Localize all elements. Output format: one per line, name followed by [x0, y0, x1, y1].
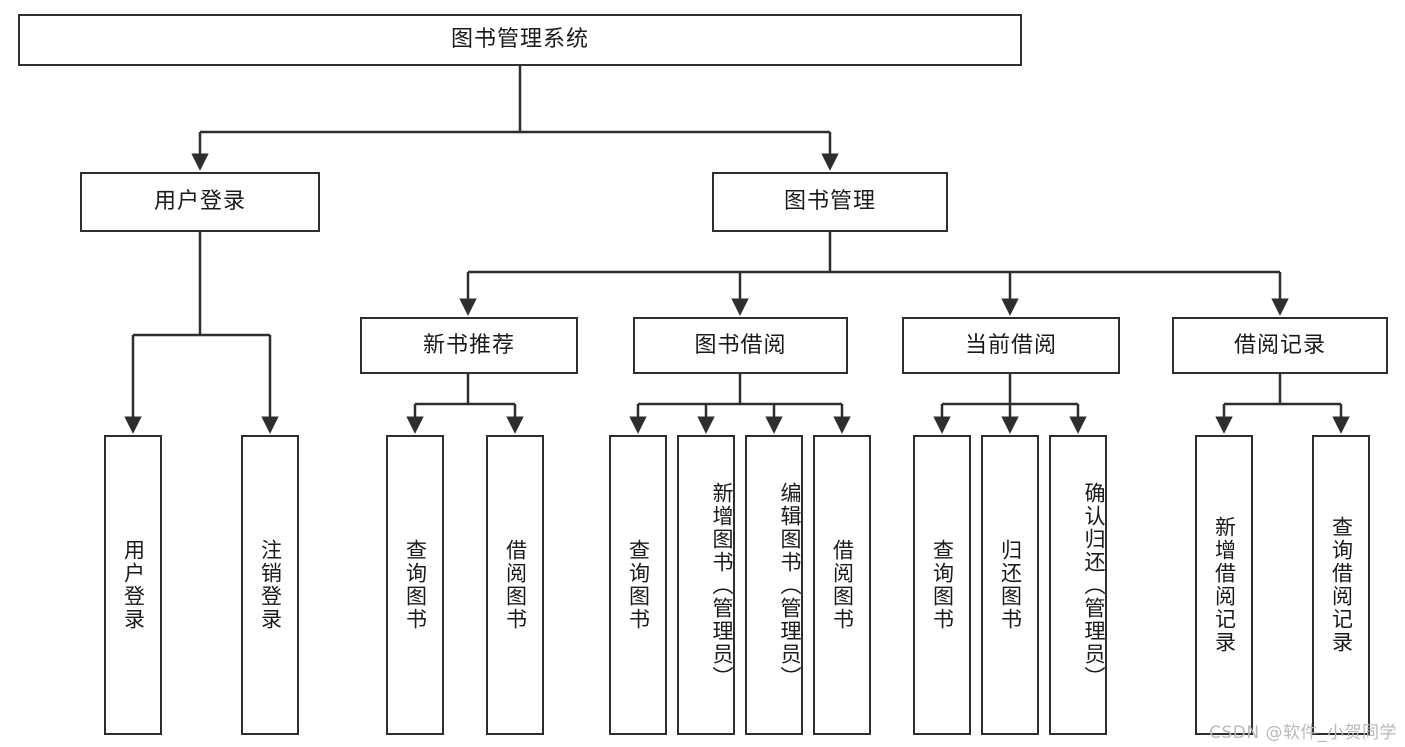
node-leaf-borrow-book-1-label: 借阅图书 — [503, 539, 528, 631]
node-leaf-confirm-return[interactable]: 确认归还（管理员） — [1049, 435, 1107, 735]
node-leaf-query-book-1[interactable]: 查询图书 — [386, 435, 444, 735]
node-root[interactable]: 图书管理系统 — [18, 14, 1022, 66]
node-leaf-borrow-book-1[interactable]: 借阅图书 — [486, 435, 544, 735]
node-leaf-borrow-book-2[interactable]: 借阅图书 — [813, 435, 871, 735]
node-leaf-query-book-2[interactable]: 查询图书 — [609, 435, 667, 735]
node-leaf-edit-book-label: 编辑图书（管理员） — [778, 481, 802, 689]
node-borrow-record[interactable]: 借阅记录 — [1172, 317, 1388, 374]
node-new-book-rec-label: 新书推荐 — [422, 332, 515, 358]
node-user-login[interactable]: 用户登录 — [80, 172, 320, 232]
watermark: CSDN @软件_小贺同学 — [1209, 723, 1397, 743]
node-leaf-return-book-label: 归还图书 — [998, 539, 1023, 631]
node-leaf-query-book-1-label: 查询图书 — [403, 539, 428, 631]
node-leaf-user-login-label: 用户登录 — [121, 539, 146, 631]
node-leaf-confirm-return-label: 确认归还（管理员） — [1082, 481, 1106, 689]
node-book-manage[interactable]: 图书管理 — [712, 172, 948, 232]
node-leaf-add-record[interactable]: 新增借阅记录 — [1195, 435, 1253, 735]
node-leaf-logout-label: 注销登录 — [258, 539, 283, 631]
node-book-manage-label: 图书管理 — [783, 189, 876, 215]
node-book-borrow-label: 图书借阅 — [694, 332, 787, 358]
node-user-login-label: 用户登录 — [153, 189, 246, 215]
node-leaf-borrow-book-2-label: 借阅图书 — [830, 539, 855, 631]
node-leaf-add-book-label: 新增图书（管理员） — [710, 481, 734, 689]
node-book-borrow[interactable]: 图书借阅 — [633, 317, 848, 374]
node-borrow-record-label: 借阅记录 — [1233, 332, 1326, 358]
node-current-borrow-label: 当前借阅 — [964, 332, 1057, 358]
node-leaf-return-book[interactable]: 归还图书 — [981, 435, 1039, 735]
node-leaf-user-login[interactable]: 用户登录 — [104, 435, 162, 735]
node-leaf-logout[interactable]: 注销登录 — [241, 435, 299, 735]
node-leaf-query-book-2-label: 查询图书 — [626, 539, 651, 631]
node-leaf-query-record-label: 查询借阅记录 — [1329, 516, 1354, 654]
node-leaf-add-record-label: 新增借阅记录 — [1212, 516, 1237, 654]
node-leaf-query-book-3-label: 查询图书 — [930, 539, 955, 631]
node-root-label: 图书管理系统 — [450, 27, 589, 53]
node-leaf-edit-book[interactable]: 编辑图书（管理员） — [745, 435, 803, 735]
node-new-book-rec[interactable]: 新书推荐 — [360, 317, 578, 374]
node-leaf-query-record[interactable]: 查询借阅记录 — [1312, 435, 1370, 735]
node-leaf-add-book[interactable]: 新增图书（管理员） — [677, 435, 735, 735]
node-leaf-query-book-3[interactable]: 查询图书 — [913, 435, 971, 735]
node-current-borrow[interactable]: 当前借阅 — [902, 317, 1120, 374]
